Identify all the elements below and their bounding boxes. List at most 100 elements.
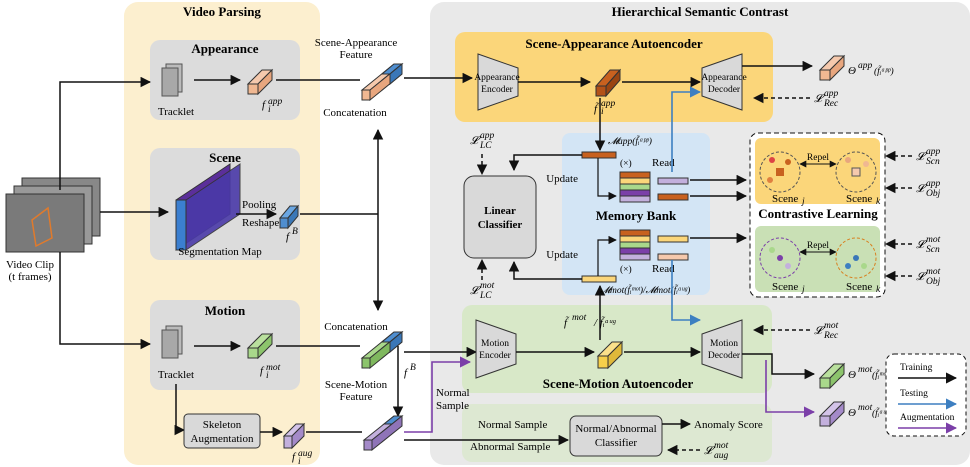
scene-j-sub-2: j [800,285,805,295]
linear-classifier-label-1: Linear [484,205,516,217]
f-tilde-aug-label: / f̃ᵢᵃᵘᵍ [593,316,616,329]
theta-app-label: Θ [848,65,856,77]
scene-j-sub-1: j [800,197,805,207]
motion-encoder [475,319,517,379]
L-aug-label: 𝓛 [704,445,715,457]
theta-mot-sup: mot [858,365,873,375]
L-mot-obj-label: 𝓛 [916,271,927,283]
sm-feature-label-1: Scene-Motion [325,379,388,391]
reshape-label: Reshape [242,217,279,229]
app-encoder-label-1: Appearance [474,73,519,83]
f-B-sup: B [292,227,298,237]
M-mot-label: 𝓜 [600,286,614,296]
cluster-points-mot [769,247,867,269]
cluster-points-app [767,157,869,183]
skeleton-label-2: Augmentation [191,433,254,445]
f-app-sub: i [268,105,271,115]
motion-panel [150,300,300,390]
theta-app-sup: app [858,61,873,71]
L-mot-lc-sub: LC [479,291,492,301]
memory-slots-mot [619,229,651,261]
mot-encoder-label-2: Encoder [479,351,511,361]
video-clip-frames: (t frames) [8,271,51,283]
scene-title: Scene [209,150,241,165]
L-aug-sub: aug [714,451,729,461]
appearance-decoder [701,53,743,111]
motion-title: Motion [205,303,246,318]
memory-read-app-2 [657,193,689,201]
L-aug-sup: mot [714,441,729,451]
anomaly-score-label: Anomaly Score [694,419,763,431]
sa-feature-label-2: Feature [340,49,373,61]
tracklet-icon [161,63,183,97]
contrastive-learning-title: Contrastive Learning [758,206,878,221]
f-tilde-mot-feature [596,340,624,370]
legend-testing: Testing [900,389,928,399]
contrastive-mot-area [755,226,880,292]
skeleton-label-1: Skeleton [203,419,242,431]
L-mot-rec-label: 𝓛 [814,325,825,337]
mot-decoder-label-1: Motion [710,339,738,349]
f-tilde-app-feature [594,68,622,98]
f-B-label-2: f [404,367,409,379]
video-parsing-title: Video Parsing [183,4,261,19]
normal-sample-vertical-2: Sample [436,400,469,412]
arrow-testing-mot [671,260,702,326]
theta-app-arg: (f̃ᵢᵃᵖᵖ) [874,64,894,77]
theta-app-output [818,54,846,82]
arrow-aug-output [765,360,816,418]
video-clip-stack [5,177,101,253]
scene-motion-aug-feature [362,414,404,452]
normal-sample-label: Normal Sample [478,419,547,431]
L-mot-lc-label: 𝓛 [470,285,481,297]
scene-k-label-2: Scene [846,281,872,293]
L-app-scn-sub: Scn [926,157,940,167]
linear-classifier-box [463,175,537,259]
scene-k-sub-2: k [876,285,881,295]
L-app-obj-label: 𝓛 [916,183,927,195]
L-app-obj-sub: Obj [926,189,941,199]
app-decoder-label-1: Appearance [701,73,746,83]
memory-read-app [657,177,689,185]
memory-read-mot-2 [657,253,689,261]
tracklet-label: Tracklet [158,106,194,118]
L-mot-scn-sup: mot [926,235,941,245]
scene-k-cluster-app [835,151,877,193]
tracklet-motion-label: Tracklet [158,369,194,381]
L-mot-rec-sup: mot [824,321,839,331]
scene-k-label-1: Scene [846,193,872,205]
scene-k-sub-1: k [876,197,881,207]
legend-augmentation: Augmentation [900,413,955,423]
scene-motion-autoencoder-title: Scene-Motion Autoencoder [543,376,694,391]
app-encoder-label-2: Encoder [481,85,513,95]
theta-aug-output [818,400,846,428]
update-1: Update [546,173,578,185]
f-tilde-app-sub: i [601,107,604,117]
f-app-sup: app [268,97,283,107]
appearance-encoder [477,53,519,111]
sa-feature-label-1: Scene-Appearance [315,37,398,49]
times-1: (×) [620,158,632,169]
f-aug-label: f [292,451,297,463]
scene-k-cluster-mot [835,237,877,279]
abnormal-sample-label: Abnormal Sample [470,441,550,453]
arrow-mot-dec-to-output [742,353,816,380]
L-app-scn-sup: app [926,147,941,157]
memory-query-mot [581,275,617,283]
classifier-label-1: Normal/Abnormal [575,423,656,435]
memory-bank-title: Memory Bank [596,208,677,223]
f-aug-sub: i [298,457,301,467]
update-2: Update [546,249,578,261]
arrow-testing-app [671,86,702,172]
f-aug-feature [282,422,306,450]
memory-query-app [581,151,617,159]
segmentation-map [175,163,241,251]
L-mot-rec-sub: Rec [823,331,839,341]
classifier-label-2: Classifier [595,437,637,449]
concatenation-label-1: Concatenation [323,107,387,119]
f-tilde-app-sup: app [601,99,616,109]
arrow-mot-query-to-slots [597,235,617,276]
arrow-input-to-appearance [59,76,152,190]
arrow-tracklet-to-skeleton [174,384,186,436]
